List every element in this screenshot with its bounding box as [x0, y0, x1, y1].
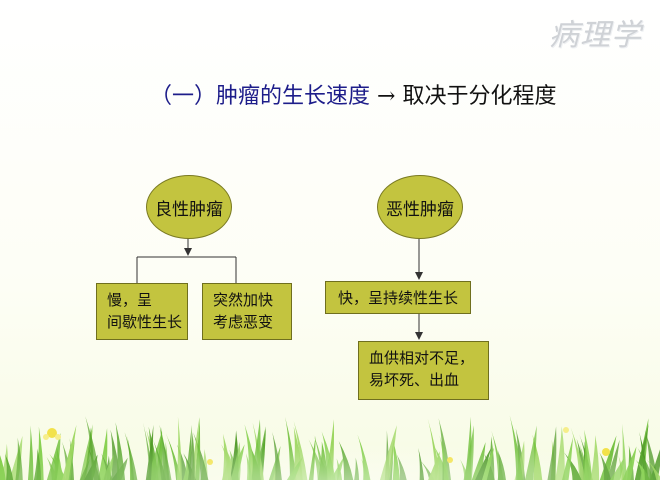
page-title: （一）肿瘤的生长速度 → 取决于分化程度 [150, 78, 556, 110]
title-arrow: → [377, 84, 396, 109]
box-line: 快，呈持续性生长 [338, 289, 459, 307]
benign-sudden-acceleration-box: 突然加快 考虑恶变 [202, 283, 292, 340]
box-line: 突然加快 [213, 291, 274, 309]
title-sub: 取决于分化程度 [402, 84, 557, 109]
box-line: 考虑恶变 [213, 312, 274, 331]
benign-slow-growth-box: 慢，呈 间歇性生长 [96, 283, 188, 340]
malignant-tumor-node: 恶性肿瘤 [377, 175, 463, 239]
title-main: （一）肿瘤的生长速度 [150, 84, 371, 109]
malignant-necrosis-box: 血供相对不足， 易坏死、出血 [358, 341, 489, 400]
box-line: 间歇性生长 [107, 312, 183, 331]
box-line: 血供相对不足， [369, 349, 475, 367]
box-line: 易坏死、出血 [369, 370, 460, 389]
box-line: 慢，呈 [107, 291, 153, 309]
malignant-fast-growth-box: 快，呈持续性生长 [325, 281, 471, 314]
benign-tumor-node: 良性肿瘤 [146, 175, 232, 239]
corner-title: 病理学 [549, 18, 642, 53]
